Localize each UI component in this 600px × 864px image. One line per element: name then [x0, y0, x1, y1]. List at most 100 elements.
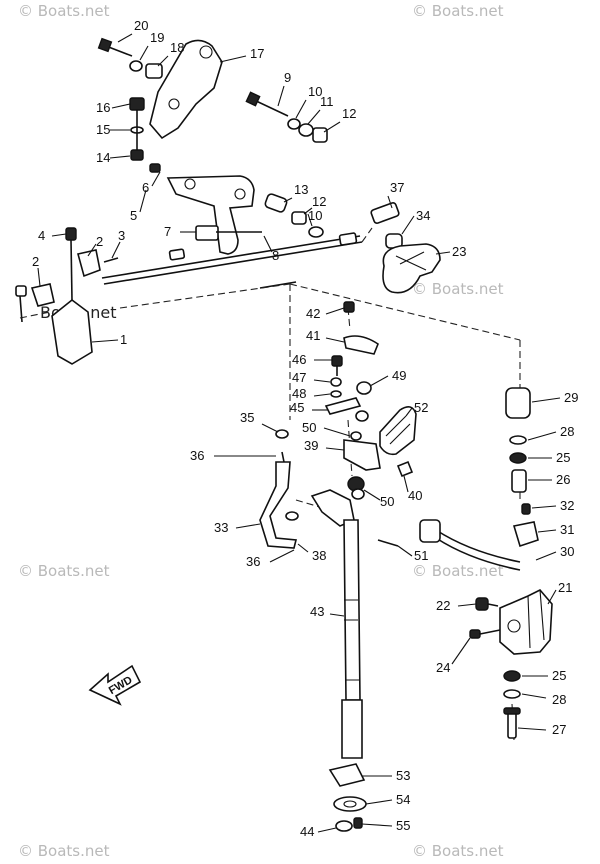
leader-line	[325, 307, 345, 315]
leader-line	[51, 233, 67, 237]
right-stack	[419, 387, 553, 739]
leader-line	[269, 549, 295, 563]
callout-50: 50	[302, 420, 316, 435]
callout-47: 47	[292, 370, 306, 385]
leader-line	[521, 693, 547, 699]
callout-17: 17	[250, 46, 264, 61]
leader-line	[531, 397, 561, 403]
callout-55: 55	[396, 818, 410, 833]
callout-34: 34	[416, 208, 430, 223]
pulley-part	[379, 406, 417, 456]
callout-33: 33	[214, 520, 228, 535]
leader-line	[139, 189, 147, 213]
callout-30: 30	[560, 544, 574, 559]
callout-13: 13	[294, 182, 308, 197]
callout-11: 11	[320, 94, 334, 109]
leader-line	[307, 109, 321, 125]
callout-42: 42	[306, 306, 320, 321]
leader-line	[295, 99, 307, 119]
callout-12: 12	[312, 194, 326, 209]
callout-20: 20	[134, 18, 148, 33]
leader-line	[307, 213, 313, 227]
callout-4: 4	[38, 228, 45, 243]
lever-33-part	[259, 461, 298, 549]
leader-line	[457, 603, 477, 607]
callout-7: 7	[164, 224, 171, 239]
callout-32: 32	[560, 498, 574, 513]
watermark: © Boats.net	[412, 842, 504, 860]
leader-line	[435, 251, 451, 255]
leader-line	[219, 55, 247, 63]
callout-21: 21	[558, 580, 572, 595]
leader-lines	[37, 33, 561, 833]
callout-43: 43	[310, 604, 324, 619]
watermark: © Boats.net	[412, 280, 504, 298]
callout-22: 22	[436, 598, 450, 613]
leader-line	[109, 155, 131, 159]
watermark: © Boats.net	[412, 2, 504, 20]
watermark: © Boats.net	[18, 842, 110, 860]
callout-19: 19	[150, 30, 164, 45]
leader-line	[531, 505, 557, 509]
leader-line	[405, 407, 413, 417]
callout-28: 28	[552, 692, 566, 707]
leader-line	[263, 235, 273, 253]
callouts: 1223456789101011121213141516171819202122…	[32, 18, 578, 839]
leader-line	[329, 613, 345, 617]
shaft-assembly	[310, 301, 417, 832]
leader-line	[87, 243, 97, 257]
callout-38: 38	[312, 548, 326, 563]
leader-line	[325, 337, 345, 343]
callout-39: 39	[304, 438, 318, 453]
leader-line	[401, 215, 415, 235]
callout-37: 37	[390, 180, 404, 195]
leader-line	[235, 523, 261, 529]
lever-33	[259, 429, 299, 549]
callout-2: 2	[32, 254, 39, 269]
callout-48: 48	[292, 386, 306, 401]
callout-18: 18	[170, 40, 184, 55]
callout-5: 5	[130, 208, 137, 223]
callout-45: 45	[290, 400, 304, 415]
leader-line	[369, 375, 389, 387]
callout-1: 1	[120, 332, 127, 347]
leader-line	[111, 241, 121, 259]
leader-line	[527, 431, 557, 441]
leader-line	[277, 85, 285, 107]
leader-line	[397, 545, 413, 557]
callout-28: 28	[560, 424, 574, 439]
bushing-part	[145, 63, 163, 79]
callout-14: 14	[96, 150, 110, 165]
leader-line	[535, 551, 557, 561]
callout-10: 10	[308, 84, 322, 99]
callout-44: 44	[300, 824, 314, 839]
watermark: © Boats.net	[412, 562, 504, 580]
callout-49: 49	[392, 368, 406, 383]
leader-line	[451, 637, 471, 665]
leader-line	[517, 727, 547, 731]
callout-46: 46	[292, 352, 306, 367]
callout-15: 15	[96, 122, 110, 137]
lever-part	[343, 439, 381, 471]
shaft-part	[343, 519, 361, 701]
leader-line	[323, 121, 341, 133]
watermark: © Boats.net	[18, 2, 110, 20]
arm-part	[166, 175, 255, 255]
callout-36: 36	[190, 448, 204, 463]
leader-line	[317, 827, 337, 833]
leader-line	[151, 171, 161, 187]
leader-line	[387, 195, 393, 209]
callout-9: 9	[284, 70, 291, 85]
leader-line	[537, 529, 557, 533]
fwd-arrow-icon	[88, 664, 142, 706]
leader-line	[283, 197, 293, 203]
callout-51: 51	[414, 548, 428, 563]
callout-41: 41	[306, 328, 320, 343]
callout-29: 29	[564, 390, 578, 405]
callout-10: 10	[308, 208, 322, 223]
leader-line	[157, 55, 169, 67]
watermarks: © Boats.net © Boats.net © Boats.net © Bo…	[18, 2, 504, 860]
callout-23: 23	[452, 244, 466, 259]
